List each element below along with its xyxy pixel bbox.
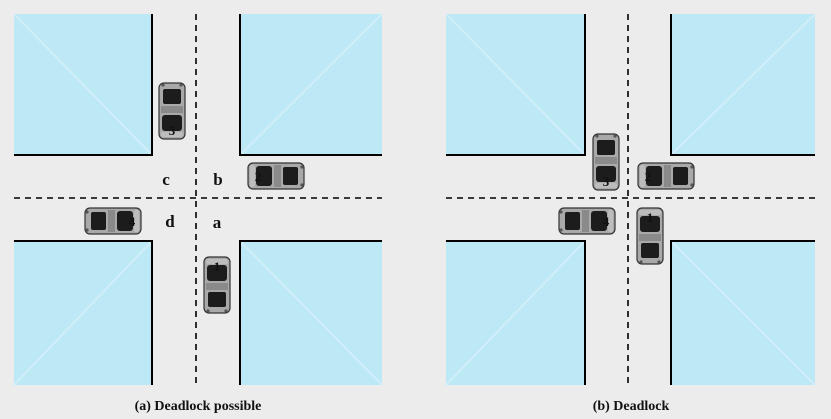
car-4: 4 xyxy=(558,207,616,235)
lane-dividers xyxy=(446,14,815,385)
car-4: 4 xyxy=(84,207,142,235)
svg-text:1: 1 xyxy=(214,259,221,274)
caption-deadlock-possible: (a) Deadlock possible xyxy=(135,399,262,414)
diagram-a: c b d a 3 2 4 1 (a) Deadlock possible xyxy=(13,13,383,414)
svg-text:1: 1 xyxy=(647,210,654,225)
road-edges xyxy=(14,14,382,385)
svg-text:2: 2 xyxy=(255,169,262,184)
city-block-bottom-right xyxy=(239,240,383,386)
quadrant-label-c: c xyxy=(162,170,170,189)
city-block-top-left xyxy=(445,13,586,156)
quadrant-label-b: b xyxy=(213,170,222,189)
city-block-bottom-right xyxy=(670,240,816,386)
diagram-b: 3 2 4 1 (b) Deadlock xyxy=(445,13,816,414)
road-edges xyxy=(446,14,815,385)
svg-text:4: 4 xyxy=(603,214,610,229)
car-3: 3 xyxy=(159,83,185,139)
city-block-top-right xyxy=(670,13,816,156)
city-block-top-left xyxy=(13,13,153,156)
caption-deadlock: (b) Deadlock xyxy=(593,399,670,414)
car-3: 3 xyxy=(593,134,619,190)
city-block-bottom-left xyxy=(445,240,586,386)
city-block-bottom-left xyxy=(13,240,153,386)
car-1: 1 xyxy=(637,208,663,264)
lane-dividers xyxy=(14,14,382,385)
svg-text:3: 3 xyxy=(169,123,176,138)
svg-text:2: 2 xyxy=(645,169,652,184)
quadrant-label-d: d xyxy=(165,212,175,231)
car-2: 2 xyxy=(248,163,304,189)
car-1: 1 xyxy=(204,257,230,313)
city-block-top-right xyxy=(239,13,383,156)
quadrant-label-a: a xyxy=(213,213,222,232)
svg-text:3: 3 xyxy=(603,174,610,189)
car-2: 2 xyxy=(638,163,694,189)
svg-text:4: 4 xyxy=(129,214,136,229)
